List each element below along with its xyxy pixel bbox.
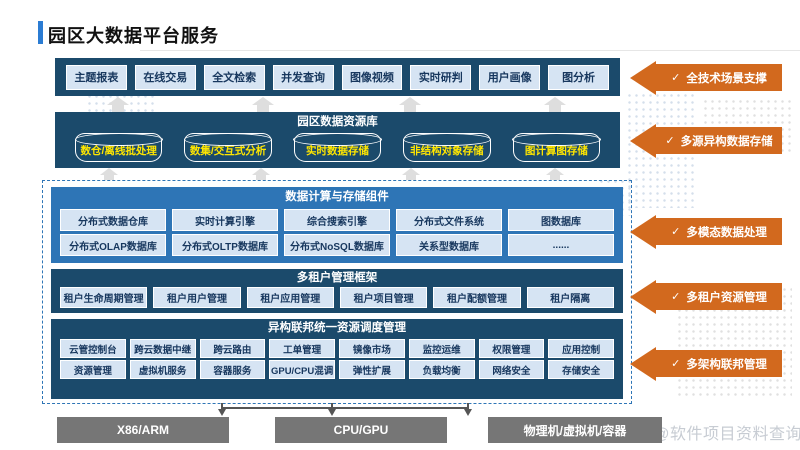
compute-storage-layer: 数据计算与存储组件 分布式数据仓库 实时计算引擎 综合搜索引擎 分布式文件系统 … [51,187,623,263]
component-box: 负载均衡 [408,360,475,379]
scenario-layer: 主题报表 在线交易 全文检索 并发查询 图像视频 实时研判 用户画像 图分析 [55,58,620,96]
page-title: 园区大数据平台服务 [48,26,219,46]
up-arrow-icon [399,97,421,112]
hardware-box: X86/ARM [57,417,229,443]
scenario-box: 图像视频 [341,64,403,90]
scenario-box: 用户画像 [479,64,541,90]
scenario-box: 全文检索 [203,64,265,90]
federation-layer-title: 异构联邦统一资源调度管理 [268,322,406,334]
up-arrow-icon [544,97,566,112]
tenant-layer: 多租户管理框架 租户生命周期管理 租户用户管理 租户应用管理 租户项目管理 租户… [51,269,623,313]
check-icon: ✓ [671,226,681,238]
up-arrow-icon [252,97,274,112]
component-box: 综合搜索引擎 [284,209,390,231]
connector-line [331,403,333,408]
title-accent-bar [38,21,43,44]
component-box: 权限管理 [478,339,545,358]
component-box: 云管控制台 [60,339,126,358]
component-box: 租户生命周期管理 [60,287,148,308]
callout-label: 多源异构数据存储 [680,135,773,148]
datastore-cylinder: 数集/交互式分析 [183,132,273,162]
up-arrow-icon [400,168,422,180]
hardware-box: 物理机/虚拟机/容器 [488,417,662,443]
callout-arrow: ✓ 多架构联邦管理 [656,350,782,377]
connector-line [221,403,223,408]
component-box: 租户应用管理 [246,287,334,308]
datastore-cylinder: 非结构对象存储 [402,132,492,162]
arrow-down-icon [218,409,226,416]
component-box: 图数据库 [508,209,614,231]
datastore-cylinder: 数仓/离线批处理 [74,132,164,162]
compute-storage-title: 数据计算与存储组件 [285,191,389,203]
component-box: 镜像市场 [339,339,405,358]
check-icon: ✓ [665,135,675,147]
callout-label: 全技术场景支撑 [686,72,767,85]
component-box: 工单管理 [269,339,335,358]
arrow-down-icon [464,409,472,416]
up-arrow-icon [544,168,566,180]
resource-layer: 园区数据资源库 数仓/离线批处理 数集/交互式分析 实时数据存储 非结构对象存储… [55,112,620,168]
up-arrow-icon [250,168,272,180]
component-box: 分布式数据仓库 [60,209,166,231]
component-box: 分布式NoSQL数据库 [284,234,390,256]
header-divider [140,50,800,51]
federation-layer: 异构联邦统一资源调度管理 云管控制台 跨云数据中继 跨云路由 工单管理 镜像市场… [51,319,623,399]
callout-label: 多租户资源管理 [686,291,767,304]
component-box: 租户项目管理 [339,287,428,308]
callout-arrow: ✓ 多租户资源管理 [656,283,782,310]
scenario-box: 并发查询 [272,64,334,90]
component-box: 跨云数据中继 [129,339,196,358]
platform-container: 数据计算与存储组件 分布式数据仓库 实时计算引擎 综合搜索引擎 分布式文件系统 … [42,180,632,404]
component-box: 监控运维 [408,339,475,358]
arrow-down-icon [328,409,336,416]
callout-label: 多架构联邦管理 [686,358,767,371]
callout-label: 多模态数据处理 [686,226,767,239]
callout-arrow: ✓ 全技术场景支撑 [656,64,782,91]
component-box: 租户隔离 [526,287,614,308]
tenant-layer-title: 多租户管理框架 [296,272,378,284]
component-box: 跨云路由 [199,339,266,358]
check-icon: ✓ [671,291,681,303]
component-box: 实时计算引擎 [172,209,278,231]
callout-arrow: ✓ 多模态数据处理 [656,218,782,245]
check-icon: ✓ [671,72,681,84]
component-box: 分布式OLAP数据库 [60,234,166,256]
component-box: ...... [508,234,614,256]
connector-line [467,403,469,410]
scenario-box: 在线交易 [134,64,196,90]
check-icon: ✓ [671,358,681,370]
component-box: 分布式文件系统 [396,209,502,231]
component-box: 网络安全 [478,360,545,379]
component-box: 存储安全 [548,360,614,379]
hardware-box: CPU/GPU [275,417,447,443]
resource-layer-title: 园区数据资源库 [297,116,378,128]
component-box: 租户配额管理 [433,287,521,308]
connector-line [221,407,469,409]
scenario-box: 图分析 [548,64,609,90]
component-box: 容器服务 [199,360,266,379]
callout-arrow: ✓ 多源异构数据存储 [656,127,782,154]
component-box: 分布式OLTP数据库 [172,234,278,256]
up-arrow-icon [98,168,120,180]
scenario-box: 实时研判 [410,64,472,90]
up-arrow-icon [107,97,129,112]
datastore-cylinder: 实时数据存储 [293,132,383,162]
datastore-cylinder: 图计算图存储 [512,132,601,162]
component-box: 弹性扩展 [339,360,405,379]
component-box: 应用控制 [548,339,614,358]
component-box: GPU/CPU混调 [269,360,335,379]
component-box: 关系型数据库 [396,234,502,256]
component-box: 资源管理 [60,360,126,379]
component-box: 租户用户管理 [153,287,241,308]
scenario-box: 主题报表 [66,64,127,90]
component-box: 虚拟机服务 [129,360,196,379]
